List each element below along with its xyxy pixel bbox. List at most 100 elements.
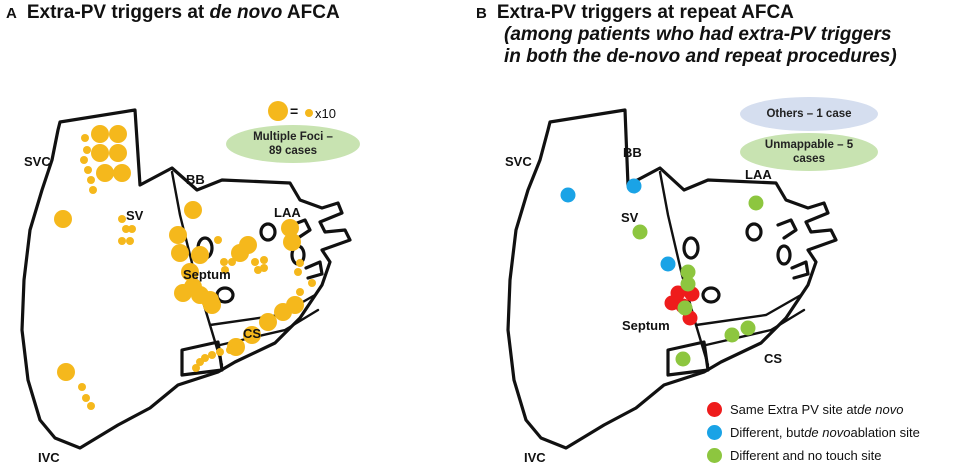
trigger-dot-green [748, 195, 764, 211]
trigger-dot-large [113, 164, 131, 182]
panel-b-heart-outline [506, 108, 838, 450]
legend-item-ablation-site: Different, but de novo ablation site [707, 425, 920, 440]
trigger-dot-large [171, 244, 189, 262]
trigger-dot-green [724, 327, 740, 343]
trigger-dot-small [89, 186, 97, 194]
trigger-dot-small [87, 176, 95, 184]
label-ivc-b: IVC [524, 450, 546, 465]
trigger-dot-small [260, 256, 268, 264]
trigger-dot-large [181, 263, 199, 281]
trigger-dot-large [243, 326, 261, 344]
scale-multiplier: x10 [315, 106, 336, 121]
trigger-dot-small [294, 268, 302, 276]
trigger-dot-large [57, 363, 75, 381]
trigger-dot-large [281, 219, 299, 237]
trigger-dot-small [122, 225, 130, 233]
trigger-dot-small [118, 237, 126, 245]
trigger-dot-small [296, 259, 304, 267]
label-laa-b: LAA [745, 167, 772, 182]
panel-b-subtitle-line2: in both the de-novo and repeat procedure… [504, 46, 897, 67]
trigger-dot-small [220, 258, 228, 266]
trigger-dot-green [680, 264, 696, 280]
trigger-dot-large [231, 244, 249, 262]
trigger-dot-large [91, 125, 109, 143]
trigger-dot-small [128, 225, 136, 233]
trigger-dot-small [118, 215, 126, 223]
trigger-dot-large [184, 201, 202, 219]
label-septum-a: Septum [183, 267, 231, 282]
panel-b-subtitle-line1: (among patients who had extra-PV trigger… [504, 24, 892, 45]
trigger-dot-large [283, 233, 301, 251]
trigger-dot-green [677, 300, 693, 316]
label-septum-b: Septum [622, 318, 670, 333]
trigger-dot-small [221, 266, 229, 274]
trigger-dot-large [191, 246, 209, 264]
legend-item-same-site: Same Extra PV site at de novo [707, 402, 903, 417]
trigger-dot-large [54, 210, 72, 228]
trigger-dot-small [78, 383, 86, 391]
trigger-dot-small [84, 166, 92, 174]
trigger-dot-green [740, 320, 756, 336]
scale-small-dot [305, 109, 313, 117]
trigger-dot-blue [560, 187, 576, 203]
label-laa-a: LAA [274, 205, 301, 220]
panel-a-letter: A [6, 5, 17, 22]
trigger-dot-large [286, 296, 304, 314]
trigger-dot-large [169, 226, 187, 244]
trigger-dot-small [196, 358, 204, 366]
multiple-foci-label: Multiple Foci – 89 cases [253, 131, 333, 157]
label-svc-a: SVC [24, 154, 51, 169]
trigger-dot-large [91, 144, 109, 162]
label-sv-b: SV [621, 210, 639, 225]
trigger-dot-large [109, 125, 127, 143]
panel-a-trigger-dots [54, 125, 316, 410]
label-cs-b: CS [764, 351, 783, 366]
trigger-dot-green [675, 351, 691, 367]
trigger-dot-large [203, 296, 221, 314]
trigger-dot-small [226, 346, 234, 354]
trigger-dot-small [228, 258, 236, 266]
trigger-dot-small [254, 266, 262, 274]
panel-b-trigger-dots [560, 178, 764, 367]
panel-b-letter: B [476, 5, 487, 22]
scale-equals: = [290, 103, 299, 119]
legend-dot-green [707, 448, 722, 463]
trigger-dot-small [208, 351, 216, 359]
trigger-dot-small [216, 348, 224, 356]
label-ivc-a: IVC [38, 450, 60, 465]
legend-item-no-touch-site: Different and no touch site [707, 448, 882, 463]
trigger-dot-small [87, 402, 95, 410]
multiple-foci-oval: Multiple Foci – 89 cases [226, 125, 360, 163]
label-bb-a: BB [186, 172, 205, 187]
trigger-dot-small [82, 394, 90, 402]
trigger-dot-small [214, 236, 222, 244]
legend-dot-red [707, 402, 722, 417]
trigger-dot-small [126, 237, 134, 245]
trigger-dot-green [632, 224, 648, 240]
trigger-dot-small [83, 146, 91, 154]
trigger-dot-small [251, 258, 259, 266]
unmappable-oval: Unmappable – 5 cases [740, 133, 878, 171]
label-cs-a: CS [243, 326, 262, 341]
trigger-dot-blue [660, 256, 676, 272]
label-bb-b: BB [623, 145, 642, 160]
trigger-dot-small [192, 364, 200, 372]
scale-big-dot [268, 101, 288, 121]
label-svc-b: SVC [505, 154, 532, 169]
trigger-dot-small [296, 288, 304, 296]
trigger-dot-large [96, 164, 114, 182]
trigger-dot-large [174, 284, 192, 302]
legend-dot-blue [707, 425, 722, 440]
label-sv-a: SV [126, 208, 144, 223]
trigger-dot-small [81, 134, 89, 142]
others-label: Others – 1 case [766, 108, 852, 120]
unmappable-label: Unmappable – 5 cases [764, 139, 854, 165]
trigger-dot-large [259, 313, 277, 331]
others-oval: Others – 1 case [740, 97, 878, 131]
trigger-dot-large [109, 144, 127, 162]
trigger-dot-small [308, 279, 316, 287]
trigger-dot-small [80, 156, 88, 164]
trigger-dot-green [680, 276, 696, 292]
